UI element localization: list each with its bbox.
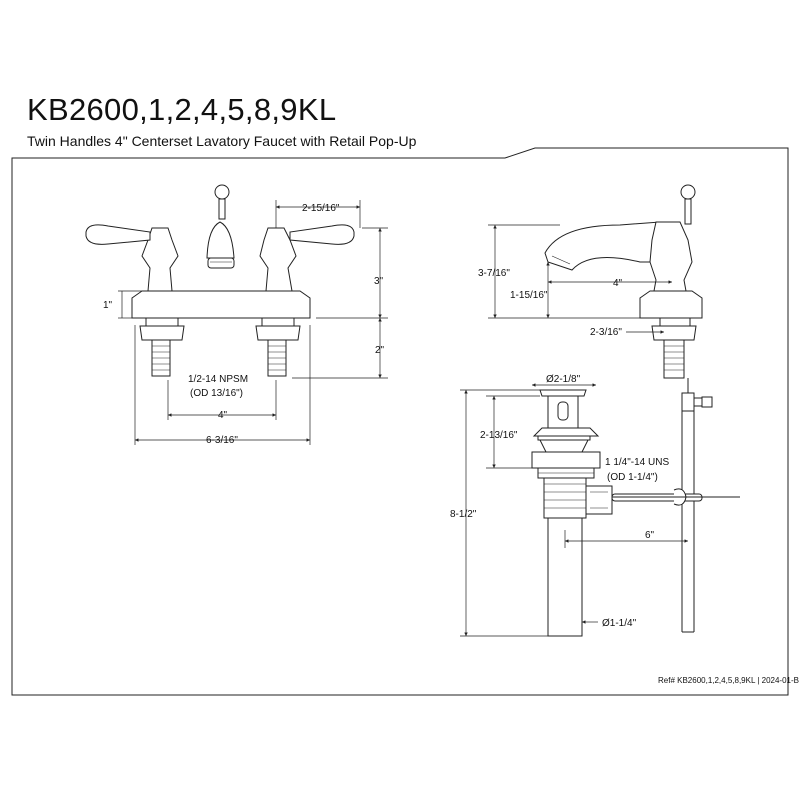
side-view-dimensions xyxy=(488,224,672,334)
drain-dim-overall-length: 8-1/2" xyxy=(450,509,477,520)
side-dim-height: 3-7/16" xyxy=(478,268,510,279)
drain-dim-rod-length: 6" xyxy=(645,530,655,541)
drain-assembly xyxy=(531,389,613,637)
drain-threads xyxy=(538,472,608,509)
drain-thread-spec: 1 1/4"-14 UNS xyxy=(605,457,669,468)
drain-thread-od: (OD 1-1/4") xyxy=(607,472,658,483)
drain-dimensions xyxy=(460,383,688,637)
side-dim-spout-reach: 4" xyxy=(613,278,623,289)
side-view-faucet xyxy=(544,184,713,633)
drawing-frame xyxy=(11,147,789,696)
front-thread-spec: 1/2-14 NPSM xyxy=(188,374,248,385)
front-dim-base: 1" xyxy=(103,300,113,311)
front-view-dimensions xyxy=(118,200,388,445)
reference-number: Ref# KB2600,1,2,4,5,8,9KL | 2024-01-B xyxy=(658,676,799,685)
front-dim-handle-offset: 2-15/16" xyxy=(302,203,340,214)
front-view-faucet xyxy=(85,184,355,377)
model-title: KB2600,1,2,4,5,8,9KL xyxy=(27,92,337,127)
side-view-threads xyxy=(551,255,684,371)
front-view-threads xyxy=(152,261,286,371)
front-dim-shank: 2" xyxy=(375,345,385,356)
drain-dim-flange-dia: Ø2-1/8" xyxy=(546,374,581,385)
front-dim-overall-width: 6-3/16" xyxy=(206,435,238,446)
front-dim-height: 3" xyxy=(374,276,384,287)
drain-dim-tail-dia: Ø1-1/4" xyxy=(602,618,637,629)
drain-dim-body-height: 2-13/16" xyxy=(480,430,518,441)
front-dim-center: 4" xyxy=(218,410,228,421)
pivot-rod xyxy=(611,488,740,506)
front-thread-od: (OD 13/16") xyxy=(190,388,243,399)
product-description: Twin Handles 4" Centerset Lavatory Fauce… xyxy=(27,133,417,149)
side-dim-depth: 2-3/16" xyxy=(590,327,622,338)
side-dim-spout-height: 1-15/16" xyxy=(510,290,548,301)
